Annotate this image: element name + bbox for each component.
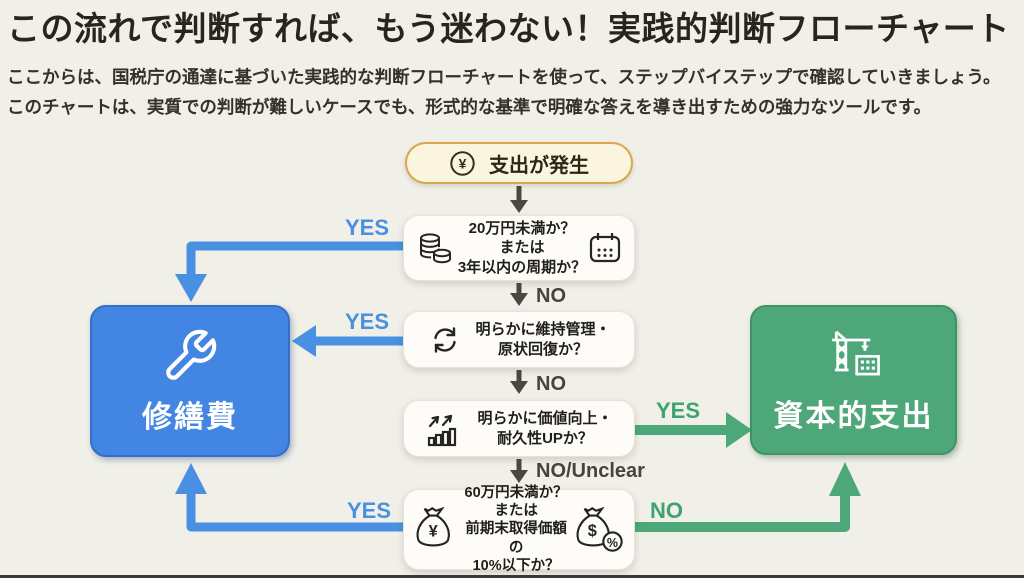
result-capital-label: 資本的支出 <box>773 399 934 433</box>
svg-text:%: % <box>607 535 618 549</box>
decision-4-text: 60万円未満か？ または 前期末取得価額の 10%以下か？ <box>464 484 568 574</box>
decision-value-up-or-durability-up: 明らかに価値向上・ 耐久性UPか？ <box>403 400 635 457</box>
arrow-d2-yes-to-repair <box>292 325 403 357</box>
decision-under-600k-or-10pct: ¥ 60万円未満か？ または 前期末取得価額の 10%以下か？ $ % <box>403 485 635 574</box>
decision-3-text: 明らかに価値向上・ 耐久性UPか？ <box>477 410 613 447</box>
arrow-d4-yes-to-repair <box>175 463 403 532</box>
result-capital-expenditure: 資本的支出 <box>750 305 957 455</box>
money-bag-yen-icon: ¥ <box>416 506 450 546</box>
result-repair-cost: 修繕費 <box>90 305 290 457</box>
coins-icon <box>420 233 451 264</box>
edge-label-d3-no-unclear: NO/Unclear <box>536 460 645 482</box>
decision-under-200k-or-3yr-cycle: 20万円未満か？ または 3年以内の周期か？ <box>403 215 635 281</box>
svg-text:¥: ¥ <box>459 155 467 171</box>
crane-icon <box>831 330 880 375</box>
edge-label-d2-yes: YES <box>345 309 390 334</box>
result-repair-label: 修繕費 <box>142 400 238 434</box>
arrow-d1-yes-to-repair <box>175 241 403 302</box>
edge-label-d4-yes: YES <box>347 498 392 523</box>
edge-label-d2-no: NO <box>536 373 566 395</box>
decision-2-text: 明らかに維持管理・ 原状回復か？ <box>475 321 611 358</box>
money-bag-dollar-percent-icon: $ % <box>576 506 623 552</box>
refresh-icon <box>434 326 457 353</box>
growth-chart-icon <box>428 414 457 446</box>
edge-label-d4-no: NO <box>650 498 683 523</box>
edge-label-d1-no: NO <box>536 285 566 307</box>
svg-text:$: $ <box>588 521 597 539</box>
edge-label-d3-yes: YES <box>656 398 701 423</box>
down-arrow-start-to-d1 <box>510 186 528 213</box>
down-arrow-d2-to-d3 <box>510 370 528 394</box>
wrench-icon <box>166 329 217 380</box>
page-title: この流れで判断すれば、もう迷わない！実践的判断フローチャート <box>7 10 1010 47</box>
decision-maintenance-or-restoration: 明らかに維持管理・ 原状回復か？ <box>403 311 635 368</box>
intro-text: ここからは、国税庁の通達に基づいた実践的な判断フローチャートを使って、ステップバ… <box>7 62 1000 122</box>
decision-1-text: 20万円未満か？ または 3年以内の周期か？ <box>457 220 587 276</box>
calendar-icon <box>589 233 621 263</box>
start-node-label: 支出が発生 <box>489 154 589 177</box>
intro-line-1: ここからは、国税庁の通達に基づいた実践的な判断フローチャートを使って、ステップバ… <box>7 67 1001 87</box>
bottom-edge-divider <box>0 575 1024 578</box>
arrow-d3-yes-to-capital <box>635 412 752 448</box>
svg-text:¥: ¥ <box>429 522 439 540</box>
start-node-expense-occurs: ¥ 支出が発生 <box>405 142 633 184</box>
intro-line-2: このチャートは、実質での判断が難しいケースでも、形式的な基準で明確な答えを導き出… <box>7 97 932 117</box>
edge-label-d1-yes: YES <box>345 215 390 240</box>
arrow-d4-no-to-capital <box>635 462 861 532</box>
down-arrow-d1-to-d2 <box>510 283 528 306</box>
down-arrow-d3-to-d4 <box>510 459 528 483</box>
yen-circle-icon: ¥ <box>450 150 475 176</box>
